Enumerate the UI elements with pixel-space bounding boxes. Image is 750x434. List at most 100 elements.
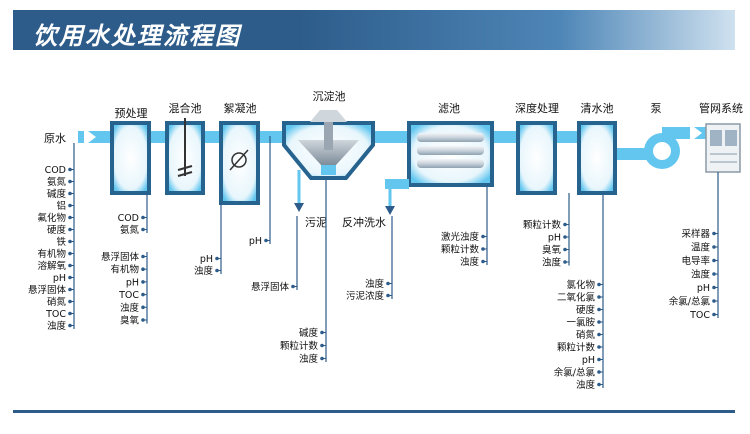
- param-label: 浊度: [120, 302, 140, 314]
- stage-label-network: 管网系统: [699, 101, 743, 115]
- param-label: TOC: [689, 310, 710, 321]
- network-panel-screen: [725, 130, 737, 146]
- pump-outlet: [662, 127, 680, 139]
- pipe-segment-4: [373, 131, 409, 143]
- param-label: 硝氮: [576, 329, 596, 341]
- network-panel-screen: [710, 130, 722, 146]
- param-label: pH: [548, 233, 561, 244]
- mixer-blade: [177, 171, 193, 177]
- param-label: 氟化物: [37, 212, 66, 224]
- bottom-rule: [13, 410, 735, 413]
- pretreatment-tank: [110, 121, 151, 195]
- param-label: 污泥浓度: [346, 290, 385, 302]
- param-label: pH: [582, 355, 595, 366]
- header-bar: 饮用水处理流程图: [13, 10, 735, 50]
- param-label: pH: [200, 254, 213, 265]
- param-label: pH: [697, 283, 710, 294]
- raw-water-arrow: [84, 128, 96, 146]
- param-label: 有机物: [37, 248, 66, 260]
- stage-label-clearwell: 清水池: [581, 102, 614, 115]
- param-label: 电导率: [681, 255, 710, 267]
- stage-label-advanced: 深度处理: [515, 101, 559, 115]
- filter-media-1: [417, 133, 484, 142]
- param-label: 浊度: [691, 269, 711, 281]
- param-label: 一氯胺: [566, 317, 595, 329]
- flocculator-icon: [231, 152, 247, 168]
- param-label: 臭氧: [542, 244, 562, 256]
- header-gradient: [299, 10, 735, 50]
- param-label: 臭氧: [120, 315, 140, 327]
- pipe-segment-1: [149, 131, 167, 143]
- param-label: 二氧化氯: [557, 292, 596, 304]
- param-label: 颗粒计数: [523, 219, 562, 231]
- sludge-arrow: [294, 203, 304, 212]
- param-label: 悬浮固体: [251, 281, 290, 293]
- stage-label-pretreatment: 预处理: [115, 107, 148, 120]
- mixer-blade: [177, 165, 193, 171]
- sedimentation-hood: [310, 110, 347, 122]
- filter-media-3: [417, 159, 484, 168]
- param-label: 浊度: [299, 353, 319, 365]
- param-label: 碱度: [299, 327, 319, 339]
- param-label: 浊度: [194, 265, 214, 277]
- param-label: 余氯/总氯: [554, 367, 596, 379]
- param-label: 铁: [56, 236, 66, 248]
- stage-label-coagulation: 絮凝池: [224, 101, 257, 115]
- stage-label-pump: 泵: [651, 102, 662, 115]
- param-label: 有机物: [110, 264, 139, 276]
- param-label: 氨氮: [120, 224, 140, 236]
- parameter-groups: COD氨氮碱度铝氟化物硬度铁有机物溶解氧pH悬浮固体硝氮TOC浊度COD氨氮悬浮…: [28, 136, 719, 391]
- stage-label-sedimentation: 沉淀池: [313, 89, 346, 103]
- param-label: 氨氮: [47, 176, 67, 188]
- param-label: pH: [126, 277, 139, 288]
- backwash-arrow: [385, 206, 395, 215]
- param-label: 采样器: [681, 228, 710, 240]
- param-label: pH: [53, 273, 66, 284]
- param-label: 浊度: [365, 278, 385, 290]
- param-label: 温度: [691, 242, 711, 254]
- param-label: 铝: [56, 200, 66, 212]
- param-label: 氯化物: [566, 279, 595, 291]
- param-label: 浊度: [542, 257, 562, 269]
- param-label: 硬度: [576, 304, 596, 316]
- flow-label-backwash: 反冲洗水: [342, 215, 386, 229]
- clearwell-tank: [577, 121, 617, 195]
- param-label: TOC: [118, 290, 139, 301]
- param-label: 颗粒计数: [441, 244, 480, 256]
- stage-label-raw-water: 原水: [44, 132, 66, 145]
- stage-label-mixing: 混合池: [169, 101, 202, 115]
- stage-label-filter: 滤池: [438, 102, 460, 115]
- param-label: 浊度: [47, 320, 67, 332]
- param-label: COD: [118, 213, 139, 224]
- param-label: 浊度: [460, 256, 480, 268]
- coagulation-tank: [219, 121, 260, 205]
- param-label: 悬浮固体: [101, 251, 140, 263]
- settling-cone: [298, 140, 359, 165]
- param-label: COD: [45, 165, 66, 176]
- network-arrow: [690, 124, 702, 142]
- filter-media-2: [417, 146, 484, 155]
- pipe-segment-2: [203, 131, 221, 143]
- pipe-segment-7: [615, 148, 647, 160]
- param-label: 硬度: [47, 224, 67, 236]
- param-label: 浊度: [576, 379, 596, 391]
- param-label: 溶解氧: [37, 260, 66, 272]
- flow-label-sludge: 污泥: [305, 216, 327, 229]
- param-label: pH: [249, 236, 262, 247]
- filter-outlet-pipe: [385, 179, 409, 189]
- pump-core: [653, 142, 671, 160]
- param-label: 硝氮: [47, 296, 67, 308]
- advanced-tank: [516, 121, 557, 195]
- flocculator-blade: [229, 149, 249, 171]
- pipe-segment-5: [492, 131, 518, 143]
- pipe-segment-6: [555, 131, 579, 143]
- param-label: 碱度: [47, 188, 67, 200]
- param-label: TOC: [45, 309, 66, 320]
- param-label: 颗粒计数: [280, 340, 319, 352]
- pipe-segment-3: [258, 131, 284, 143]
- param-label: 激光浊度: [441, 231, 480, 243]
- sedimentation-neck: [321, 165, 336, 175]
- page-title: 饮用水处理流程图: [33, 22, 241, 50]
- param-label: 颗粒计数: [557, 342, 596, 354]
